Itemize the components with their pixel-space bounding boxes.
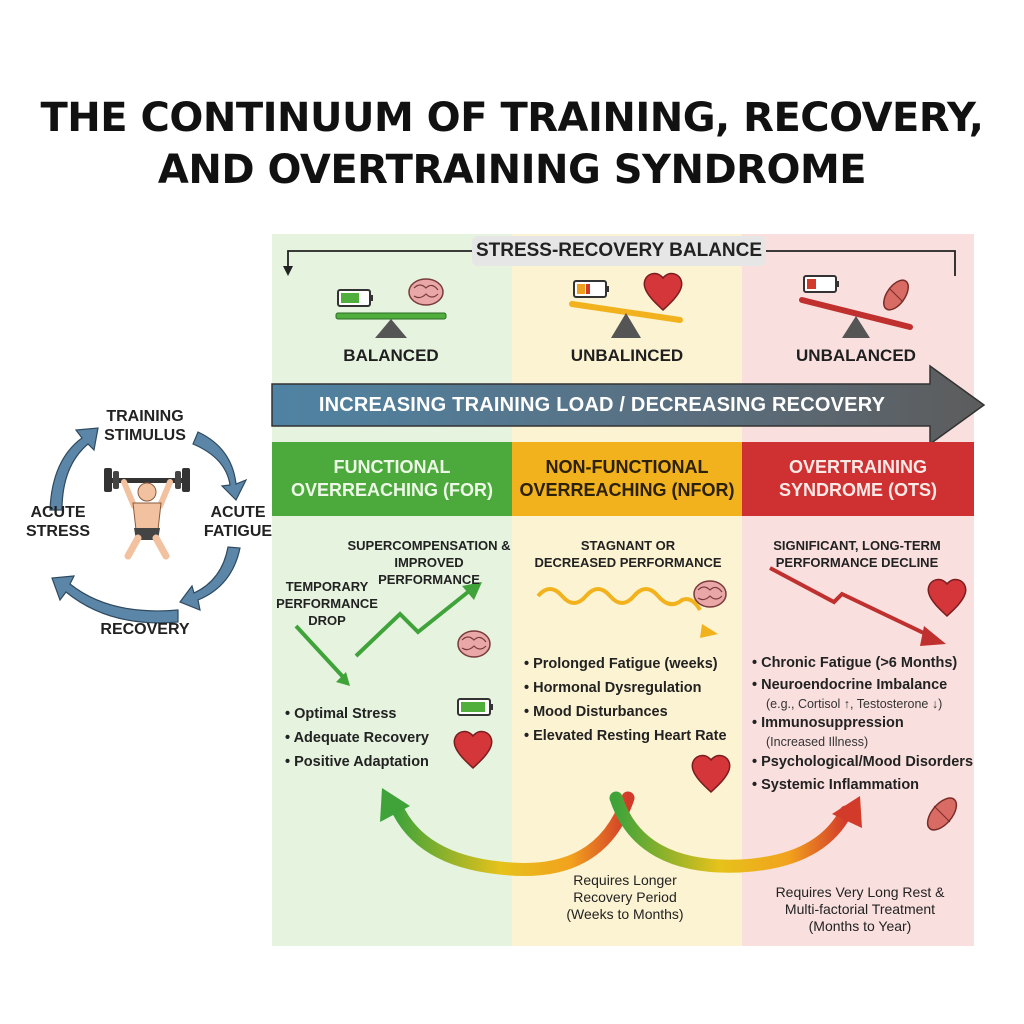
cycle-label-line: ACUTE xyxy=(30,504,86,521)
title-line-2: AND OVERTRAINING SYNDROME xyxy=(157,147,867,193)
battery-icon xyxy=(337,289,373,307)
cycle-label-line: TRAINING xyxy=(106,408,184,425)
list-item: • Adequate Recovery xyxy=(285,730,429,746)
heart-icon xyxy=(643,272,683,312)
brain-icon xyxy=(408,278,444,306)
cycle-training-stimulus: TRAINING STIMULUS xyxy=(90,407,200,445)
stage-heading-for: FUNCTIONAL OVERREACHING (FOR) xyxy=(272,442,512,516)
note-line: Recovery Period xyxy=(573,889,677,905)
scale-icon-unbalanced-yellow xyxy=(569,301,683,338)
heading-line: FUNCTIONAL xyxy=(333,457,451,477)
balance-state-1: BALANCED xyxy=(343,346,439,365)
balance-header: STRESS-RECOVERY BALANCE xyxy=(472,236,766,266)
list-item-detail: (e.g., Cortisol ↑, Testosterone ↓) xyxy=(766,697,943,711)
heart-icon xyxy=(691,754,731,794)
balance-state-2: UNBALINCED xyxy=(570,346,684,365)
cycle-label-line: ACUTE xyxy=(210,504,266,521)
training-load-arrow xyxy=(271,364,986,446)
muscle-icon xyxy=(883,279,909,311)
note-line: Requires Longer xyxy=(573,872,677,888)
battery-icon xyxy=(573,280,609,298)
for-performance-line xyxy=(294,582,482,686)
list-item: • Neuroendocrine Imbalance xyxy=(752,677,948,693)
list-item: • Chronic Fatigue (>6 Months) xyxy=(752,655,958,671)
list-item: • Systemic Inflammation xyxy=(752,777,920,793)
title-line-1: THE CONTINUUM OF TRAINING, RECOVERY, xyxy=(40,95,985,141)
list-item: • Optimal Stress xyxy=(285,706,397,722)
battery-icon xyxy=(457,698,493,716)
cycle-acute-fatigue: ACUTE FATIGUE xyxy=(198,503,278,541)
list-item: • Mood Disturbances xyxy=(524,704,668,720)
list-item: • Hormonal Dysregulation xyxy=(524,680,702,696)
list-item: • Prolonged Fatigue (weeks) xyxy=(524,656,718,672)
label-line: DECREASED PERFORMANCE xyxy=(534,555,722,570)
stage-heading-ots: OVERTRAINING SYNDROME (OTS) xyxy=(742,442,974,516)
muscle-icon xyxy=(926,797,958,831)
heading-line: OVERREACHING (FOR) xyxy=(291,480,493,500)
list-item: • Psychological/Mood Disorders xyxy=(752,754,974,770)
list-item-detail: (Increased Illness) xyxy=(766,735,869,749)
weightlifter-icon xyxy=(104,468,190,560)
ots-performance-label: SIGNIFICANT, LONG-TERM PERFORMANCE DECLI… xyxy=(752,537,962,571)
scale-icon-balanced xyxy=(335,312,447,338)
label-line: TEMPORARY xyxy=(285,579,369,594)
ots-bullet-list: • Chronic Fatigue (>6 Months) • Neuroend… xyxy=(752,652,974,796)
ots-performance-line xyxy=(769,566,946,646)
note-line: Requires Very Long Rest & xyxy=(775,884,945,900)
battery-icon xyxy=(803,275,839,293)
heart-icon xyxy=(927,578,967,618)
cycle-arrows xyxy=(49,427,248,624)
balance-bracket-arrow xyxy=(283,250,956,276)
brain-icon xyxy=(693,580,727,608)
label-line: PERFORMANCE DECLINE xyxy=(775,555,939,570)
label-line: SIGNIFICANT, LONG-TERM xyxy=(773,538,941,553)
list-item: • Positive Adaptation xyxy=(285,754,429,770)
list-item: • Immunosuppression xyxy=(752,715,904,731)
nfor-performance-label: STAGNANT OR DECREASED PERFORMANCE xyxy=(524,537,732,571)
scale-icon-unbalanced-red xyxy=(799,297,913,338)
cycle-label-line: FATIGUE xyxy=(203,523,273,540)
label-line: IMPROVED PERFORMANCE xyxy=(378,555,480,587)
brain-icon xyxy=(457,630,491,658)
heading-line: OVERTRAINING xyxy=(788,457,927,477)
nfor-bullet-list: • Prolonged Fatigue (weeks) • Hormonal D… xyxy=(524,652,736,748)
cycle-recovery: RECOVERY xyxy=(100,621,190,638)
for-performance-label: SUPERCOMPENSATION & IMPROVED PERFORMANCE xyxy=(346,537,512,588)
cycle-label-line: STRESS xyxy=(25,523,90,540)
balance-state-3: UNBALANCED xyxy=(796,346,916,365)
label-line: PERFORMANCE xyxy=(276,596,378,611)
nfor-performance-line xyxy=(536,587,718,638)
nfor-recovery-note: Requires Longer Recovery Period (Weeks t… xyxy=(540,872,710,923)
recovery-arrows xyxy=(380,788,862,877)
heading-line: SYNDROME (OTS) xyxy=(778,480,937,500)
label-line: DROP xyxy=(308,613,346,628)
stage-heading-nfor: NON-FUNCTIONAL OVERREACHING (NFOR) xyxy=(512,442,742,516)
heading-line: NON-FUNCTIONAL xyxy=(545,457,709,477)
ots-recovery-note: Requires Very Long Rest & Multi-factoria… xyxy=(762,884,958,935)
heading-line: OVERREACHING (NFOR) xyxy=(519,480,735,500)
for-dip-label: TEMPORARY PERFORMANCE DROP xyxy=(272,578,382,629)
list-item: • Elevated Resting Heart Rate xyxy=(524,728,727,744)
for-bullet-list: • Optimal Stress • Adequate Recovery • P… xyxy=(285,702,455,774)
page-title: THE CONTINUUM OF TRAINING, RECOVERY, AND… xyxy=(0,92,1024,196)
label-line: STAGNANT OR xyxy=(580,538,676,553)
training-load-label: INCREASING TRAINING LOAD / DECREASING RE… xyxy=(318,394,886,416)
note-line: (Months to Year) xyxy=(808,918,912,934)
label-line: SUPERCOMPENSATION & xyxy=(347,538,511,553)
note-line: (Weeks to Months) xyxy=(566,906,684,922)
cycle-acute-stress: ACUTE STRESS xyxy=(18,503,98,541)
note-line: Multi-factorial Treatment xyxy=(784,901,936,917)
heart-icon xyxy=(453,730,493,770)
cycle-label-line: STIMULUS xyxy=(104,427,186,444)
